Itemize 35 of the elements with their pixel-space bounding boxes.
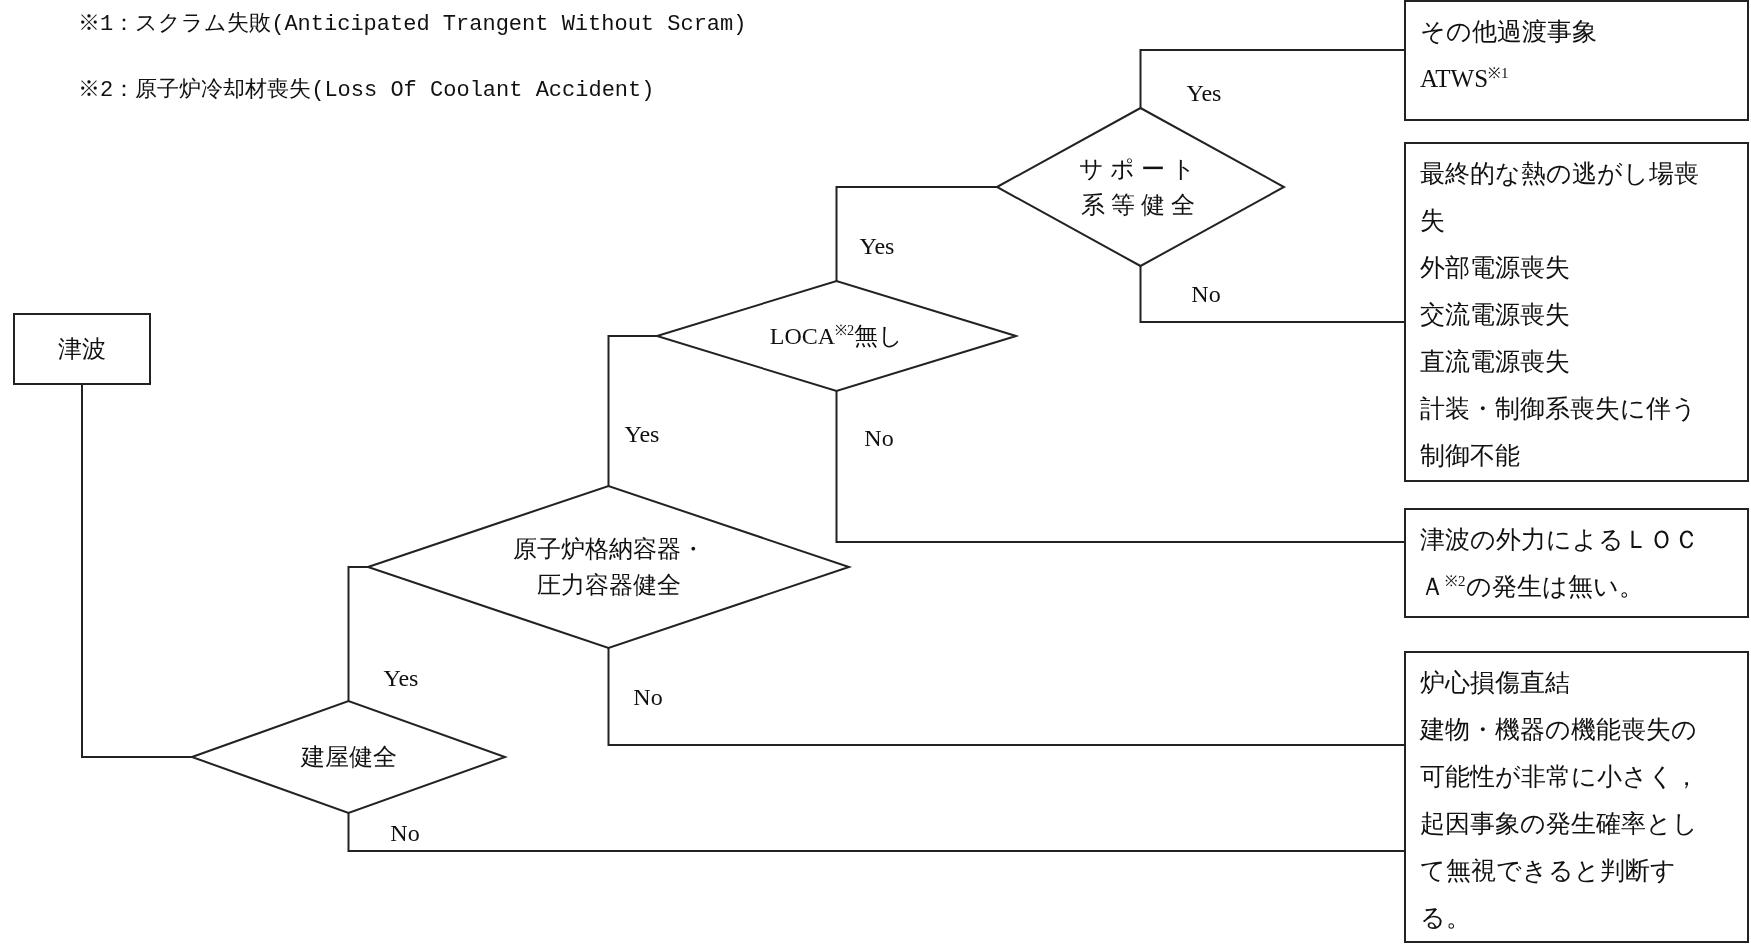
- connector-line: [347, 566, 369, 702]
- decision-text: 原子炉格納容器・圧力容器健全: [511, 535, 706, 600]
- connector-line: [835, 186, 998, 282]
- result-box: [1404, 508, 1749, 618]
- result-text: 直流電源喪失: [1420, 347, 1571, 377]
- result-text: 計装・制御系喪失に伴う制御不能: [1420, 394, 1698, 471]
- start-box: [13, 313, 151, 385]
- decision-diamond: [192, 701, 505, 813]
- connector-line: [607, 647, 1405, 746]
- result-text: 交流電源喪失: [1420, 300, 1571, 330]
- result-box: [1404, 651, 1749, 943]
- connector-line: [81, 384, 193, 758]
- decision-diamond: [657, 281, 1016, 391]
- decision-diamond: [997, 108, 1284, 266]
- connector-line: [1139, 265, 1405, 323]
- decision-diamond: [368, 486, 849, 648]
- connector-line: [347, 812, 1405, 852]
- result-text: ATWS$^{※1}$: [1420, 63, 1510, 94]
- result-text: 津波の外力によるＬＯＣＡ$^{※2}$の発生は無い。: [1420, 525, 1700, 602]
- result-box: [1404, 142, 1749, 482]
- result-text: 建物・機器の機能喪失の可能性が非常に小さく，起因事象の発生確率として無視できると判断する。: [1420, 715, 1700, 933]
- result-box: [1404, 0, 1749, 121]
- connector-line: [607, 335, 658, 487]
- result-text: その他過渡事象: [1420, 17, 1598, 47]
- result-text: 外部電源喪失: [1420, 253, 1571, 283]
- start-text: 津波: [58, 335, 106, 364]
- footnote: ※1：スクラム失敗(Anticipated Trangent Without Scram): [78, 11, 748, 39]
- decision-text: 建屋健全: [299, 743, 398, 772]
- connector-line: [835, 390, 1405, 543]
- decision-text: LOCA$^{※2}$無し: [768, 321, 905, 351]
- result-text: 最終的な熱の逃がし場喪失: [1420, 159, 1700, 236]
- result-text: 炉心損傷直結: [1420, 668, 1571, 698]
- footnote: ※2：原子炉冷却材喪失(Loss Of Coolant Accident): [78, 76, 656, 105]
- decision-text: サポート系等健全: [1078, 155, 1203, 220]
- connector-line: [1139, 49, 1405, 109]
